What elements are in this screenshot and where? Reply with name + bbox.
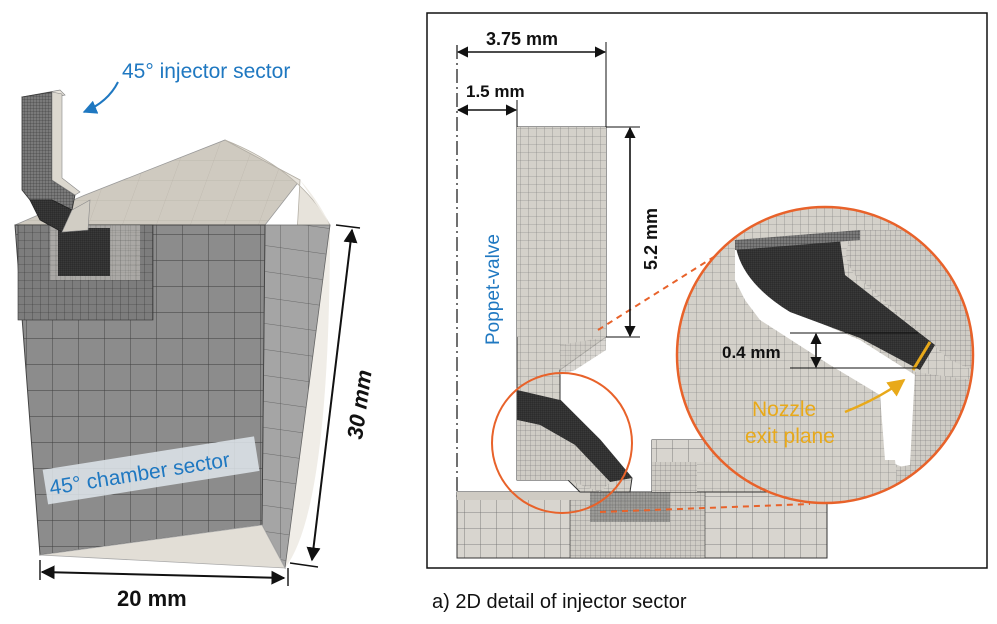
width-dimension-arrow (40, 565, 286, 585)
nozzle-pointer-arrow (844, 378, 906, 414)
refined-region-core (58, 228, 110, 276)
right-2d-detail: Nozzle exit plane 0.4 mm 3.75 mm 1.5 mm … (426, 12, 988, 569)
height-dimension-arrow (306, 228, 358, 562)
valve-width-dimension-label: 1.5 mm (466, 82, 525, 101)
zoom-connector-bottom (599, 503, 811, 513)
injector-pointer-arrow (82, 81, 119, 114)
height-dimension-label: 30 mm (342, 368, 376, 441)
zoom-source-circle (491, 372, 633, 514)
chamber-label-backdrop (42, 436, 260, 505)
figure-caption: a) 2D detail of injector sector (432, 591, 687, 613)
width-dimension-label: 20 mm (117, 586, 187, 611)
sector-bottom-face (39, 524, 286, 569)
zoom-connector-top (597, 247, 729, 331)
poppet-valve-label: Poppet-valve (483, 234, 504, 345)
nozzle-throat-mesh (517, 390, 632, 482)
nozzle-label-line1: Nozzle (752, 398, 816, 421)
zoom-nozzle-passage (735, 240, 915, 470)
total-width-dimension-label: 3.75 mm (486, 29, 558, 49)
nozzle-exit-plane-line (911, 341, 932, 371)
step-top-mesh (652, 440, 712, 462)
left-3d-sector: 45° injector sector 45° chamber sector 3… (14, 60, 377, 611)
length-dimension-label: 5.2 mm (641, 208, 661, 270)
zoom-dark-band (735, 240, 935, 370)
injector-tube (21, 91, 76, 211)
zoom-circle (675, 205, 975, 505)
nozzle-label-line2: exit plane (745, 425, 835, 448)
gap-dimension-label: 0.4 mm (722, 343, 781, 362)
injector-sector-label: 45° injector sector (122, 60, 290, 83)
poppet-seat-mesh (560, 337, 606, 375)
